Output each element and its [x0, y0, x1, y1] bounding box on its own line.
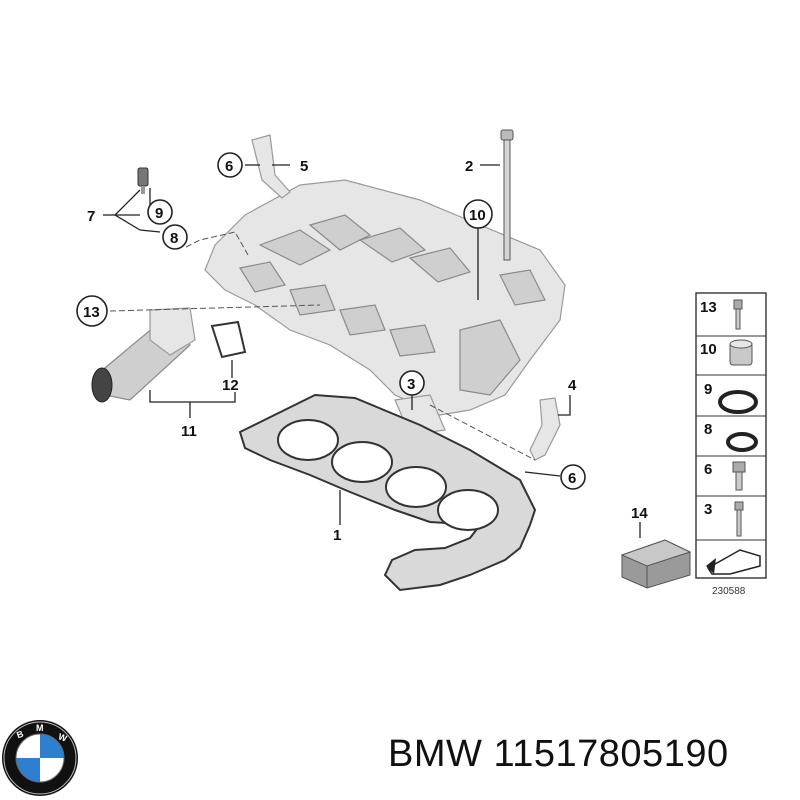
svg-text:3: 3 — [704, 501, 712, 518]
callout-1: 1 — [333, 527, 341, 544]
callout-6-top: 6 — [217, 152, 243, 178]
svg-text:4: 4 — [568, 377, 577, 394]
svg-text:8: 8 — [170, 230, 178, 247]
part-number-caption: BMW 11517805190 — [388, 733, 798, 776]
svg-text:8: 8 — [704, 421, 712, 438]
svg-text:6: 6 — [704, 461, 712, 478]
legend-item-9: 9 — [704, 381, 758, 414]
callout-6-bottom: 6 — [560, 464, 586, 490]
svg-text:B: B — [15, 728, 25, 740]
svg-text:9: 9 — [704, 381, 712, 398]
svg-text:W: W — [57, 731, 69, 743]
svg-text:7: 7 — [87, 208, 95, 225]
callout-13: 13 — [76, 295, 108, 327]
leader-lines — [103, 164, 641, 538]
coolant-flange-pipe — [91, 307, 196, 403]
cylinder-head-gasket — [238, 393, 537, 592]
cylinder-head-bolt — [500, 129, 514, 261]
svg-text:2: 2 — [465, 158, 473, 175]
svg-text:3: 3 — [407, 376, 415, 393]
callout-10: 10 — [463, 199, 493, 229]
svg-text:M: M — [36, 723, 44, 733]
callout-8: 8 — [162, 224, 188, 250]
legend-arrow-icon — [706, 549, 761, 575]
dashed-alignment-lines — [109, 231, 536, 461]
callout-14: 14 — [631, 505, 648, 522]
parts-legend: 13 10 9 8 6 3 230 — [695, 292, 767, 597]
svg-text:14: 14 — [631, 505, 648, 522]
callout-12: 12 — [222, 377, 239, 394]
svg-text:9: 9 — [155, 205, 163, 222]
callout-7: 7 — [87, 208, 95, 225]
svg-text:10: 10 — [700, 341, 717, 358]
image-number: 230588 — [712, 586, 746, 597]
svg-text:13: 13 — [83, 304, 100, 321]
svg-text:12: 12 — [222, 377, 239, 394]
sealing-compound-kit — [620, 539, 692, 589]
bmw-logo: B M W — [2, 720, 78, 796]
svg-text:10: 10 — [469, 207, 486, 224]
callout-5: 5 — [300, 158, 308, 175]
bracket-side — [529, 397, 561, 461]
legend-item-8: 8 — [704, 421, 758, 452]
cylinder-head — [204, 179, 566, 436]
svg-text:13: 13 — [700, 299, 717, 316]
part-number: 11517805190 — [493, 733, 729, 775]
temperature-sensor — [137, 167, 149, 194]
callout-2: 2 — [465, 158, 473, 175]
bracket-top — [251, 134, 291, 199]
callout-9: 9 — [147, 199, 173, 225]
svg-text:11: 11 — [181, 423, 197, 440]
flange-seal — [210, 320, 247, 359]
svg-text:5: 5 — [300, 158, 308, 175]
callout-3: 3 — [399, 370, 425, 396]
callout-11: 11 — [181, 423, 197, 440]
legend-item-3: 3 — [704, 501, 744, 537]
callout-4: 4 — [568, 377, 577, 394]
svg-text:6: 6 — [225, 158, 233, 175]
legend-item-6: 6 — [704, 461, 746, 491]
svg-text:1: 1 — [333, 527, 341, 544]
svg-text:6: 6 — [568, 470, 576, 487]
legend-item-10: 10 — [700, 339, 753, 366]
legend-item-13: 13 — [700, 299, 743, 330]
brand-name: BMW — [388, 733, 483, 775]
